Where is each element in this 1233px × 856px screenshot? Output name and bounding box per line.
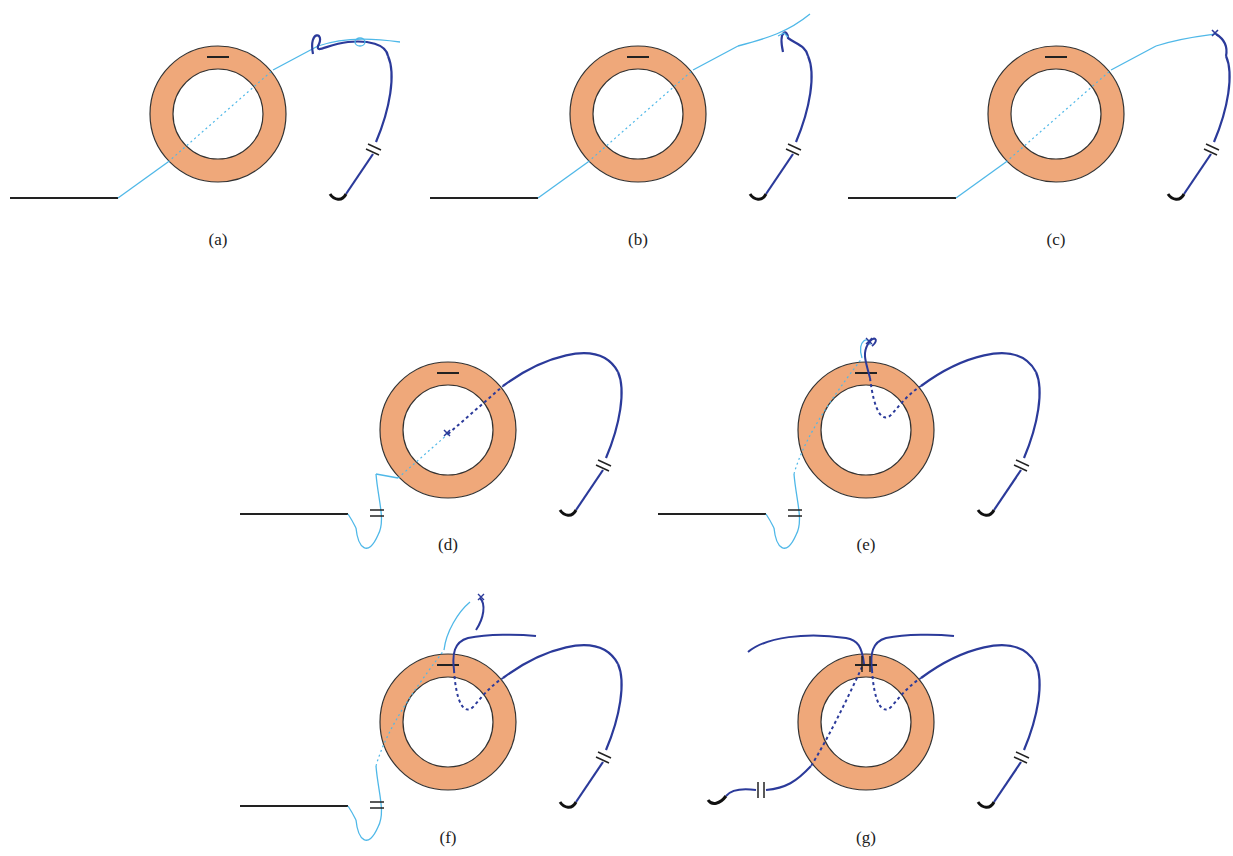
panel-label: (d) [436, 535, 460, 555]
panel-label: (c) [1045, 230, 1068, 250]
panel-label: (a) [207, 230, 230, 250]
panel-label: (g) [854, 828, 878, 848]
panel-label: (e) [855, 535, 878, 555]
panel-label: (f) [438, 828, 459, 848]
panel-label: (b) [626, 230, 650, 250]
